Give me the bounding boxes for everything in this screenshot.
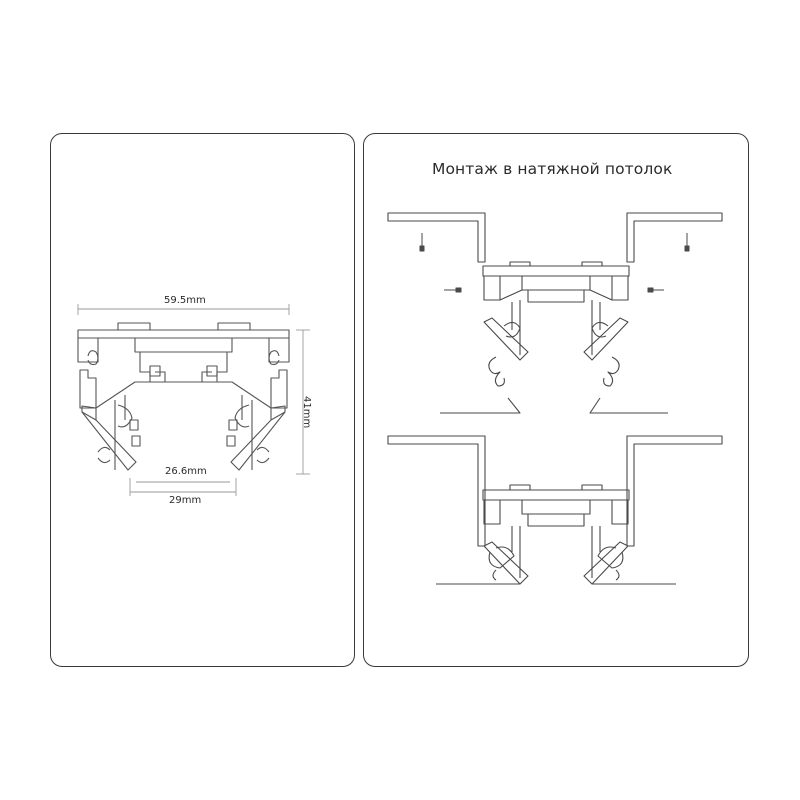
installation-panel [363, 133, 749, 667]
width-label: 59.5mm [164, 295, 206, 306]
profile-body [77, 322, 290, 471]
screw-icon [419, 233, 690, 293]
ceiling-right-bracket [626, 212, 723, 263]
ceiling-right-bracket [626, 435, 723, 547]
installation-step-2 [387, 435, 723, 585]
harpoon-clip-icon [488, 356, 620, 387]
ceiling-left-bracket [387, 435, 486, 547]
height-label: 41mm [301, 396, 312, 429]
opening-width-label: 29mm [169, 495, 202, 506]
ceiling-left-bracket [387, 212, 486, 263]
stretch-ceiling-film [440, 397, 668, 414]
profile-dimensions-panel [50, 133, 355, 667]
inner-width-label: 26.6mm [165, 466, 207, 477]
dimension-lines [77, 304, 310, 496]
installation-title: Монтаж в натяжной потолок [432, 160, 673, 178]
installation-step-1 [387, 212, 723, 414]
